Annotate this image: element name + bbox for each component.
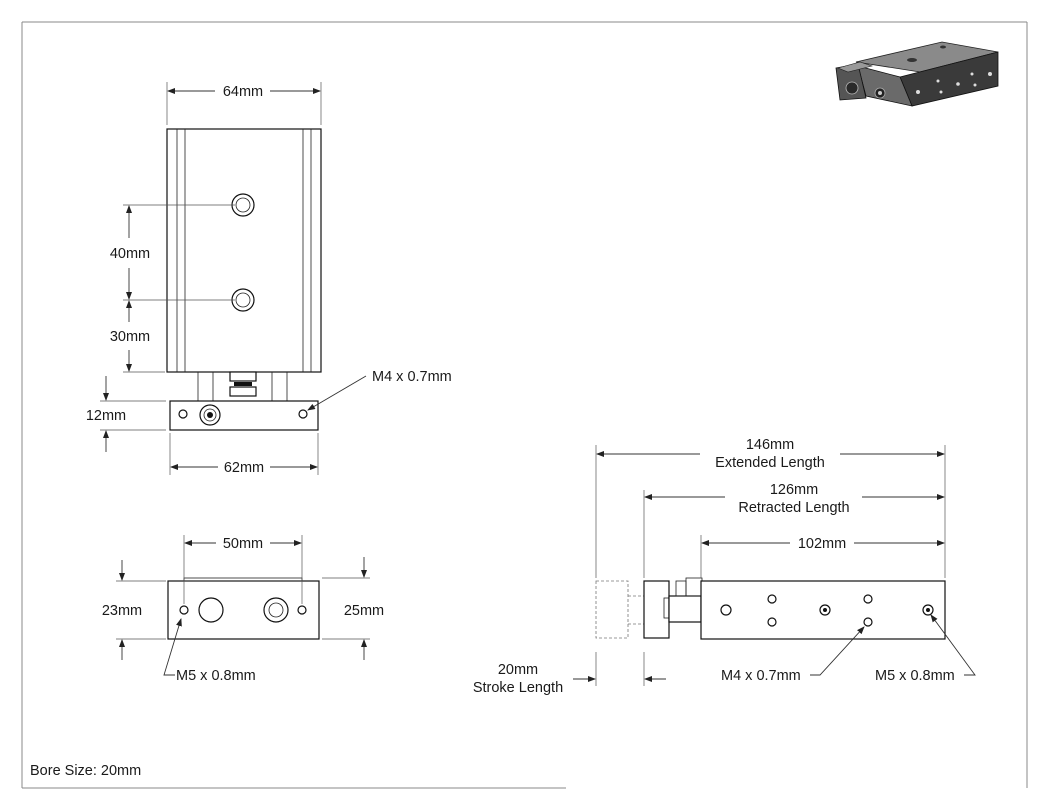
isometric-render [835,41,999,107]
top-view [166,128,322,431]
extended-length-value: 146mm [746,437,794,453]
plate-bolt [199,404,221,426]
dim-top-width: 64mm [166,82,322,125]
plate-height-label: 12mm [86,408,126,424]
side-thread-label-b: M5 x 0.8mm [875,668,955,684]
callout-end-thread: M5 x 0.8mm [163,618,256,684]
dim-plate-width: 62mm [169,433,319,476]
retracted-length-value: 126mm [770,482,818,498]
side-thread-label-a: M4 x 0.7mm [721,668,801,684]
port-hole-lower [231,288,255,312]
hole-spacing-label: 40mm [110,246,150,262]
side-view [595,577,946,640]
dim-end-right-height: 25mm [322,557,384,660]
extended-length-caption: Extended Length [715,455,825,471]
top-width-label: 64mm [223,84,263,100]
top-thread-label: M4 x 0.7mm [372,369,452,385]
end-view [167,577,320,640]
callout-side-thread-a: M4 x 0.7mm [721,626,865,684]
dim-end-left-height: 23mm [102,560,166,660]
side-right-hole [922,604,934,616]
stroke-caption: Stroke Length [473,680,563,696]
end-right-height-label: 25mm [344,603,384,619]
stroke-value: 20mm [498,662,538,678]
end-port-left [198,597,224,623]
dim-hole-offset: 30mm [110,300,165,373]
dim-body-length: 102mm [700,535,945,578]
side-center-hole [819,604,831,616]
port-hole-upper [231,193,255,217]
hole-offset-label: 30mm [110,329,150,345]
dim-stroke-length: 20mm Stroke Length [473,652,666,696]
dim-extended-length: 146mm Extended Length [595,437,946,578]
callout-side-thread-b: M5 x 0.8mm [875,614,976,684]
dim-plate-height: 12mm [86,376,166,452]
sheet-border [21,21,1028,789]
body-length-label: 102mm [798,536,846,552]
dim-hole-spacing: 40mm [110,204,235,301]
callout-top-thread: M4 x 0.7mm [307,369,452,411]
end-left-height-label: 23mm [102,603,142,619]
bore-size-label: Bore Size: 20mm [30,763,141,779]
end-spacing-label: 50mm [223,536,263,552]
dim-retracted-length: 126mm Retracted Length [643,482,945,578]
retracted-length-caption: Retracted Length [738,500,849,516]
end-port-right [263,597,289,623]
end-thread-label: M5 x 0.8mm [176,668,256,684]
dim-end-spacing: 50mm [183,535,303,604]
plate-width-label: 62mm [224,460,264,476]
